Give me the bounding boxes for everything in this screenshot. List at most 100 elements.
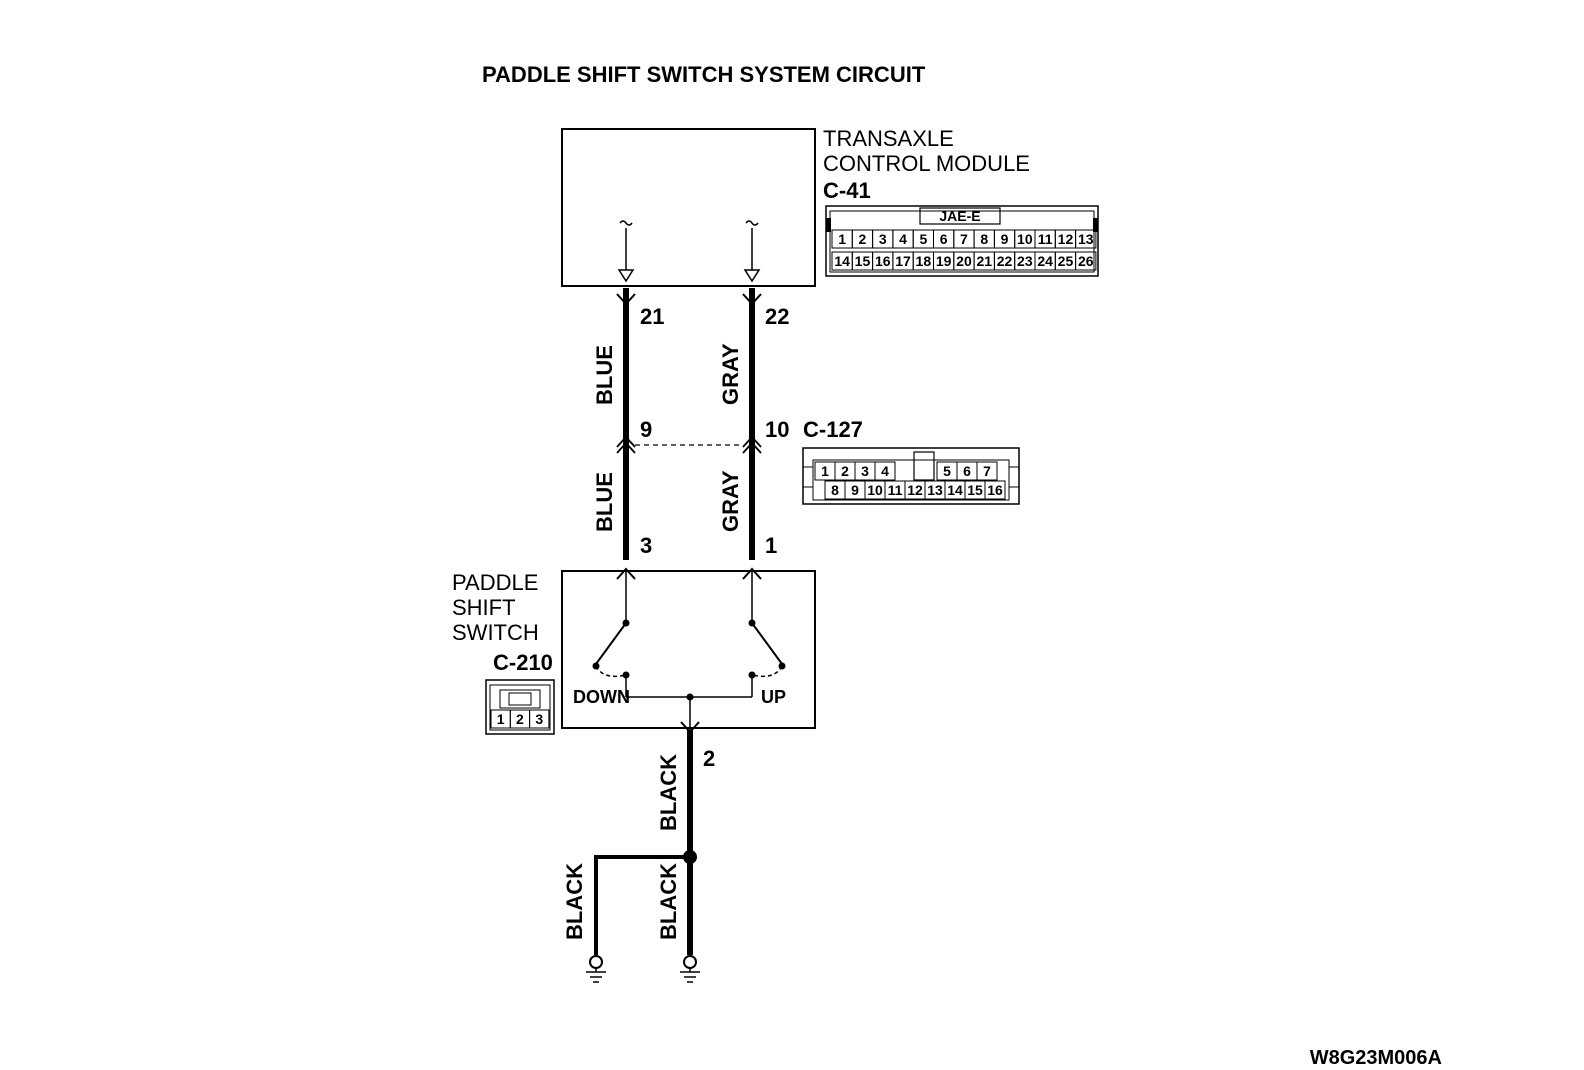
c210-pin-cell xyxy=(529,709,550,729)
c41-pin-label: 26 xyxy=(1078,253,1094,269)
black-wire-branch xyxy=(594,855,690,955)
c127-pin-label: 8 xyxy=(831,482,839,498)
c127-pin-label: 9 xyxy=(851,482,859,498)
c41-pin-cell xyxy=(1075,229,1097,249)
c127-pin-label: 12 xyxy=(907,482,923,498)
c210-pin-label: 2 xyxy=(516,711,524,727)
c41-pin-label: 23 xyxy=(1017,253,1033,269)
pin-22: 22 xyxy=(765,304,789,329)
c41-pin-label: 20 xyxy=(956,253,972,269)
switch-box xyxy=(561,570,816,729)
c41-pin-label: 18 xyxy=(916,253,932,269)
switch-node-up-lever xyxy=(778,662,786,670)
figure-code: W8G23M006A xyxy=(1310,1047,1442,1069)
c127-pin-label: 13 xyxy=(927,482,943,498)
c127-junction-left xyxy=(616,435,636,454)
c41-pin-label: 7 xyxy=(960,231,968,247)
c127-pin-label: 10 xyxy=(867,482,883,498)
c41-pin-label: 3 xyxy=(879,231,887,247)
wire-label-black-left: BLACK xyxy=(562,863,587,940)
pin-1: 1 xyxy=(765,533,777,558)
c41-pin-label: 4 xyxy=(899,231,907,247)
wire-label-blue-upper: BLUE xyxy=(592,345,617,405)
switch-node-up-top xyxy=(748,619,756,627)
c41-pin-label: 11 xyxy=(1038,231,1053,247)
c41-pin-label: 17 xyxy=(895,253,911,269)
c41-pin-label: 16 xyxy=(875,253,891,269)
c41-pin-label: 25 xyxy=(1058,253,1074,269)
c210-connector-id: C-210 xyxy=(493,650,553,675)
c41-pin-label: 8 xyxy=(980,231,988,247)
tcm-label-line1: TRANSAXLE xyxy=(823,126,954,151)
switch-terminal-3 xyxy=(616,567,636,580)
c210-pin-label: 1 xyxy=(497,711,505,727)
pin-21: 21 xyxy=(640,304,664,329)
c41-pin-label: 14 xyxy=(834,253,850,269)
tcm-input-right xyxy=(743,220,761,283)
pin-3: 3 xyxy=(640,533,652,558)
tcm-box xyxy=(561,128,816,287)
wire-label-gray-upper: GRAY xyxy=(718,343,743,405)
ground-splice xyxy=(683,850,697,864)
c127-pin-label: 5 xyxy=(943,463,951,479)
wire-label-blue-lower: BLUE xyxy=(592,472,617,532)
c127-pin-label: 4 xyxy=(881,463,889,479)
switch-up-label: UP xyxy=(761,687,786,707)
wire-label-black-main: BLACK xyxy=(656,754,681,831)
c41-pin-label: 13 xyxy=(1078,231,1094,247)
ground-symbol-left xyxy=(586,955,606,983)
switch-label-line3: SWITCH xyxy=(452,620,539,645)
c41-pin-label: 2 xyxy=(859,231,867,247)
c41-pin-label: 24 xyxy=(1037,253,1053,269)
switch-node-up-contact xyxy=(748,671,756,679)
c41-pin-label: 12 xyxy=(1058,231,1074,247)
c41-pin-label: 10 xyxy=(1017,231,1033,247)
switch-label-line1: PADDLE xyxy=(452,570,538,595)
c41-pin-cell xyxy=(1075,251,1097,271)
c41-pin-label: 19 xyxy=(936,253,952,269)
c127-pin-cell xyxy=(984,480,1006,500)
diagram-title: PADDLE SHIFT SWITCH SYSTEM CIRCUIT xyxy=(482,62,926,87)
c127-pin-label: 1 xyxy=(821,463,829,479)
c41-pin-label: 22 xyxy=(997,253,1013,269)
c127-pin-label: 7 xyxy=(983,463,991,479)
c127-pin-cell xyxy=(976,461,998,481)
wire-label-black-right: BLACK xyxy=(656,863,681,940)
switch-terminal-1 xyxy=(742,567,762,580)
ground-symbol-right xyxy=(680,955,700,983)
c127-pin-label: 14 xyxy=(947,482,963,498)
switch-node-down-lever xyxy=(592,662,600,670)
pin-9: 9 xyxy=(640,417,652,442)
c127-pin-label: 3 xyxy=(861,463,869,479)
pin-10: 10 xyxy=(765,417,789,442)
c127-pin-label: 15 xyxy=(967,482,983,498)
switch-node-down-contact xyxy=(622,671,630,679)
tcm-label-line2: CONTROL MODULE xyxy=(823,151,1030,176)
c41-pin-label: 21 xyxy=(976,253,992,269)
c41-type-label: JAE-E xyxy=(939,208,980,224)
c127-pin-cell xyxy=(874,461,896,481)
switch-label-line2: SHIFT xyxy=(452,595,516,620)
c41-pin-label: 9 xyxy=(1001,231,1009,247)
c41-pin-label: 6 xyxy=(940,231,948,247)
tcm-input-left xyxy=(617,220,635,283)
c41-pin-label: 1 xyxy=(838,231,846,247)
tcm-connector-id: C-41 xyxy=(823,178,871,203)
wire-label-gray-lower: GRAY xyxy=(718,470,743,532)
pin-2: 2 xyxy=(703,746,715,771)
c127-pin-label: 6 xyxy=(963,463,971,479)
switch-node-common xyxy=(686,693,694,701)
c210-pin-label: 3 xyxy=(535,711,543,727)
c127-connector-id: C-127 xyxy=(803,417,863,442)
switch-node-down-top xyxy=(622,619,630,627)
c41-pin-label: 5 xyxy=(919,231,927,247)
c127-pin-label: 2 xyxy=(841,463,849,479)
switch-down-label: DOWN xyxy=(573,687,630,707)
c127-pin-label: 16 xyxy=(987,482,1003,498)
c41-pin-label: 15 xyxy=(855,253,871,269)
c127-pin-label: 11 xyxy=(888,482,903,498)
